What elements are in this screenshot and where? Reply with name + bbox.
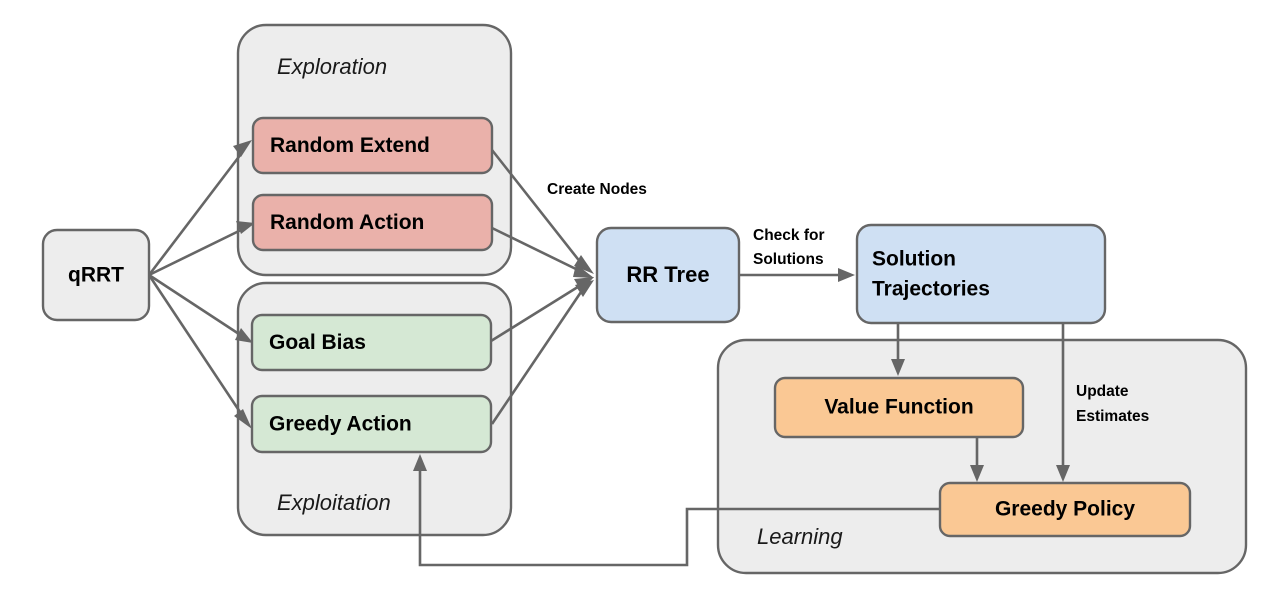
- edge-qrrt-to-greedy-action: [147, 274, 252, 429]
- group-learning-label: Learning: [757, 524, 843, 549]
- node-value-function-label: Value Function: [824, 396, 973, 419]
- node-qrrt[interactable]: qRRT: [41, 228, 151, 322]
- arrowhead: [574, 255, 594, 274]
- group-learning[interactable]: Learning: [716, 338, 1248, 575]
- edge-qrrt-to-random-action: [148, 221, 255, 277]
- arrowhead: [573, 264, 594, 278]
- arrowhead: [236, 221, 255, 234]
- node-random-extend-box[interactable]: [251, 116, 494, 175]
- edge-qrrt-to-goal-bias: [148, 273, 253, 343]
- arrowhead: [1056, 465, 1070, 482]
- node-random-extend[interactable]: Random Extend: [251, 116, 494, 175]
- node-value-function[interactable]: Value Function: [773, 376, 1025, 439]
- edge-greedy-action-to-tree: [490, 280, 594, 425]
- edge-tree-to-solution: [739, 268, 855, 282]
- node-greedy-action-label: Greedy Action: [269, 413, 412, 436]
- group-exploration-label: Exploration: [277, 54, 387, 79]
- node-qrrt-label: qRRT: [68, 264, 124, 287]
- node-greedy-policy[interactable]: Greedy Policy: [938, 481, 1192, 538]
- edge-label-update-estimates: Update Estimates: [1076, 383, 1149, 425]
- node-greedy-action[interactable]: Greedy Action: [250, 394, 493, 454]
- edge-greedy-policy-to-greedy-action: [413, 454, 939, 567]
- arrowhead: [575, 280, 594, 297]
- arrowhead: [413, 454, 427, 471]
- edge-label-update-estimates-line1: Update: [1076, 383, 1129, 400]
- node-solution-trajectories[interactable]: Solution Trajectories: [855, 223, 1107, 325]
- edge-label-create-nodes: Create Nodes: [547, 181, 647, 198]
- arrowhead: [838, 268, 855, 282]
- edge-label-check-for-solutions: Check for Solutions: [753, 227, 825, 268]
- arrowhead: [234, 409, 252, 429]
- node-random-action-label: Random Action: [270, 211, 424, 234]
- node-goal-bias[interactable]: Goal Bias: [250, 313, 493, 372]
- edge-label-check-for-solutions-line1: Check for: [753, 227, 825, 244]
- arrowhead: [235, 328, 253, 343]
- node-greedy-policy-label: Greedy Policy: [995, 498, 1135, 521]
- group-exploitation-label: Exploitation: [277, 490, 391, 515]
- node-rr-tree-label: RR Tree: [626, 262, 709, 287]
- edge-value-fn-to-greedy-policy: [970, 437, 984, 482]
- node-random-action-box[interactable]: [251, 193, 494, 252]
- arrowhead: [891, 359, 905, 376]
- edge-label-update-estimates-line2: Estimates: [1076, 408, 1149, 425]
- node-qrrt-box[interactable]: [41, 228, 151, 322]
- node-solution-trajectories-box[interactable]: [855, 223, 1107, 325]
- node-greedy-policy-box[interactable]: [938, 481, 1192, 538]
- edge-qrrt-to-random-extend: [147, 140, 252, 276]
- arrowhead: [970, 465, 984, 482]
- edge-label-create-nodes-text: Create Nodes: [547, 181, 647, 198]
- node-value-function-box[interactable]: [773, 376, 1025, 439]
- edge-label-check-for-solutions-line2: Solutions: [753, 251, 824, 268]
- edge-random-extend-to-tree: [490, 149, 594, 274]
- node-rr-tree-box[interactable]: [595, 226, 741, 324]
- arrowhead: [233, 140, 252, 157]
- node-random-action[interactable]: Random Action: [251, 193, 494, 252]
- edge-random-action-to-tree: [491, 226, 594, 278]
- node-goal-bias-box[interactable]: [250, 313, 493, 372]
- node-solution-trajectories-label-line2: Trajectories: [872, 278, 990, 301]
- node-goal-bias-label: Goal Bias: [269, 331, 366, 354]
- node-solution-trajectories-label-line1: Solution: [872, 248, 956, 271]
- node-rr-tree[interactable]: RR Tree: [595, 226, 741, 324]
- edge-solution-to-value-fn: [891, 323, 905, 376]
- node-random-extend-label: Random Extend: [270, 134, 430, 157]
- edge-solution-to-greedy-policy: [1056, 323, 1070, 482]
- node-greedy-action-box[interactable]: [250, 394, 493, 454]
